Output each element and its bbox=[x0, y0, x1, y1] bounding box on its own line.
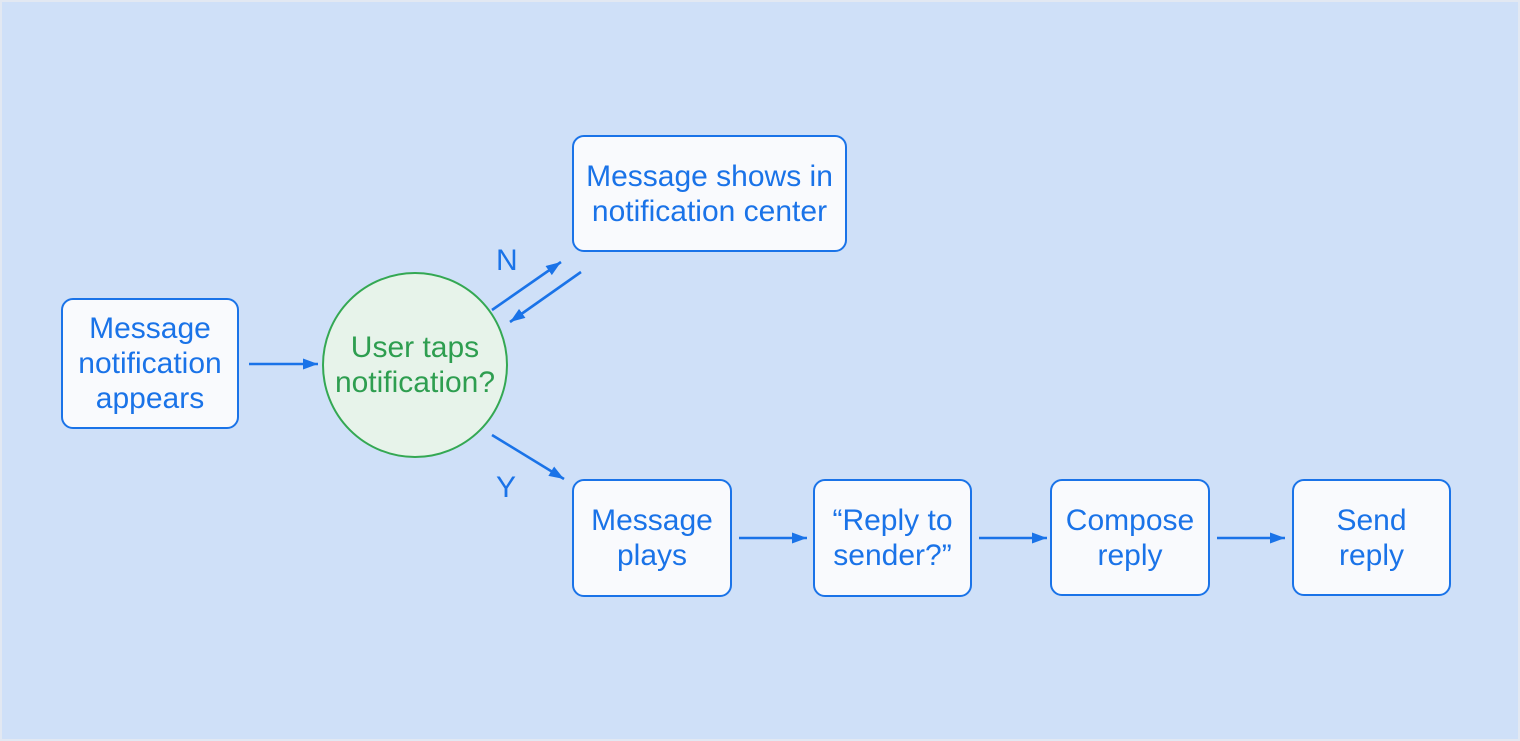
flowchart-node-compose-reply: Compose reply bbox=[1050, 479, 1210, 596]
node-label-message-notification-appears: Message notification appears bbox=[78, 312, 222, 415]
edge-label-yes: Y bbox=[496, 471, 517, 504]
flowchart-node-message-plays: Message plays bbox=[572, 479, 732, 597]
node-label-send-reply: Send reply bbox=[1336, 503, 1407, 572]
flowchart-node-reply-to-sender: “Reply to sender?” bbox=[813, 479, 972, 597]
flowchart-node-send-reply: Send reply bbox=[1292, 479, 1451, 596]
node-label-compose-reply: Compose reply bbox=[1065, 503, 1195, 572]
node-label-reply-to-sender: “Reply to sender?” bbox=[832, 504, 953, 572]
node-label-message-shows-in-notification-center: Message shows in notification center bbox=[586, 159, 833, 228]
flowchart-decision-user-taps-notification: User taps notification? bbox=[322, 272, 508, 458]
arrow-notification-center-to-decision bbox=[509, 270, 582, 324]
node-label-message-plays: Message plays bbox=[591, 504, 713, 572]
edge-label-no: N bbox=[496, 244, 518, 277]
flowchart-node-message-notification-appears: Message notification appears bbox=[61, 298, 239, 429]
flowchart-node-message-shows-in-notification-center: Message shows in notification center bbox=[572, 135, 847, 252]
node-label-user-taps-notification: User taps notification? bbox=[334, 331, 496, 399]
